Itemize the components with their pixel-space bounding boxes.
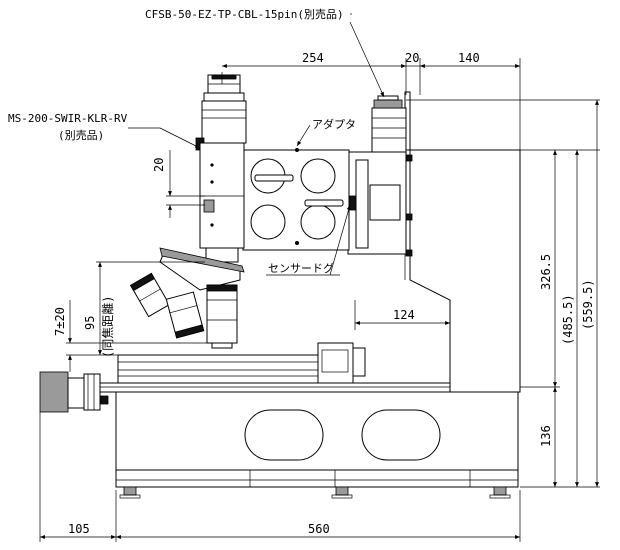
dim-136: 136 (539, 425, 553, 447)
dim-7-20: 7±20 (53, 307, 67, 336)
dim-124: 124 (393, 308, 415, 322)
objective-lenses (129, 272, 238, 349)
adapter-hole (250, 204, 286, 240)
illumination-tube (201, 100, 247, 144)
dim-105: 105 (68, 522, 90, 536)
adapter-hole (300, 158, 336, 194)
callout-labels: CFSB-50-EZ-TP-CBL-15pin(別売品) MS-200-SWIR… (8, 8, 356, 275)
left-motor (39, 371, 69, 413)
sensor-dog-callout: センサードグ (268, 261, 334, 275)
dim-560: 560 (308, 522, 330, 536)
microscope-body (199, 142, 245, 249)
foot (123, 486, 137, 496)
foot (493, 486, 507, 496)
dim-254: 254 (302, 51, 324, 65)
xy-stage (117, 354, 319, 384)
lens-model-callout: MS-200-SWIR-KLR-RV (8, 112, 128, 125)
column-slot (405, 154, 413, 162)
dim-95: 95 (83, 316, 97, 330)
adapter-hole (300, 204, 336, 240)
equipment-outline (39, 74, 521, 499)
dimension-lines (39, 13, 600, 542)
dim-326-5: 326.5 (539, 254, 553, 290)
dim-559-5: (559.5) (581, 279, 595, 330)
dim-focal-note: (同焦距離) (101, 296, 115, 358)
dim-485-5: (485.5) (561, 294, 575, 345)
z-motor (371, 107, 407, 153)
adapter-callout: アダプタ (312, 117, 356, 131)
lens-note-callout: (別売品) (58, 129, 104, 142)
rear-column (404, 91, 521, 393)
dim-20-top: 20 (405, 51, 419, 65)
dim-20-left: 20 (152, 158, 166, 172)
dim-140: 140 (458, 51, 480, 65)
dimension-labels: 254 20 140 124 105 560 20 7±20 95 (同焦距離)… (53, 51, 595, 536)
base-window-left (244, 409, 324, 461)
foot (335, 486, 349, 496)
cable-callout: CFSB-50-EZ-TP-CBL-15pin(別売品) (145, 8, 344, 21)
base-window-right (361, 409, 441, 461)
